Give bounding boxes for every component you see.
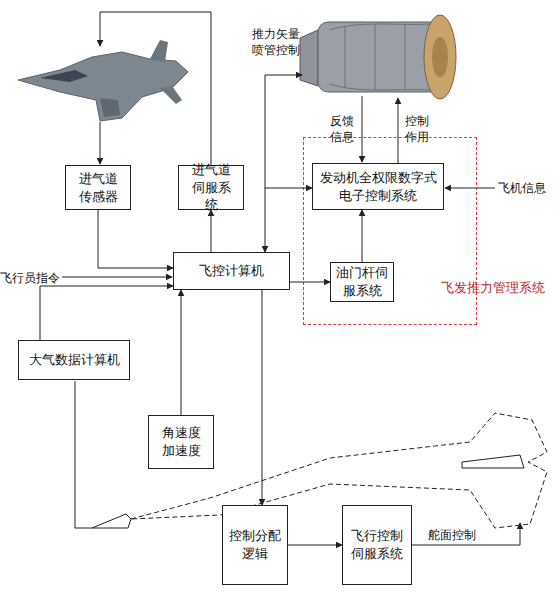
- computer-box: 飞控计算机: [173, 252, 290, 290]
- aircraft-outline: [131, 413, 547, 528]
- control-surface-symbol: [462, 455, 524, 468]
- signal-arrow: [181, 290, 182, 415]
- air-data-probe: [92, 514, 131, 528]
- node-text: 角速度加速度: [161, 424, 201, 459]
- signal-label: 舵面控制: [428, 527, 476, 543]
- node-text: 发动机全权限数字式电子控制系统: [317, 169, 439, 204]
- signal-label: 飞机信息: [498, 180, 546, 196]
- thrust-vector-label: 推力矢量喷管控制: [252, 26, 302, 58]
- signal-arrow: [288, 545, 342, 546]
- thrust-management-region: 飞发推力管理系统发动机全权限数字式电子控制系统油门杆伺服系统: [303, 137, 477, 325]
- logic-box: 控制分配逻辑: [222, 505, 288, 585]
- engine-illustration: [300, 15, 456, 99]
- signal-arrow: [262, 290, 263, 505]
- servo-box: 进气道伺服系统: [178, 165, 244, 210]
- servo-box: 飞行控制伺服系统: [342, 505, 412, 585]
- sensor-box: 进气道传感器: [65, 165, 131, 210]
- signal-arrow: [40, 286, 173, 340]
- signal-label: 飞行员指令: [0, 270, 60, 286]
- node-text: 大气数据计算机: [29, 351, 120, 369]
- computer-box: 大气数据计算机: [18, 340, 130, 380]
- signal-arrow: [211, 210, 212, 252]
- signal-arrow: [98, 210, 173, 268]
- signal-wires: [62, 12, 520, 545]
- region-title: 飞发推力管理系统: [441, 279, 545, 297]
- node-text: 进气道传感器: [78, 170, 118, 205]
- fadec-box: 发动机全权限数字式电子控制系统: [312, 163, 444, 210]
- signal-arrow: [362, 210, 363, 262]
- node-text: 进气道伺服系统: [191, 161, 231, 214]
- servo-box: 油门杆伺服系统: [330, 262, 394, 302]
- node-text: 飞控计算机: [199, 262, 264, 280]
- aircraft-illustration: [18, 40, 188, 121]
- node-text: 控制分配逻辑: [228, 527, 282, 562]
- signal-arrow: [265, 188, 312, 252]
- sensor-box: 角速度加速度: [148, 415, 214, 469]
- node-text: 油门杆伺服系统: [335, 264, 389, 299]
- signal-arrow: [290, 282, 330, 283]
- signal-label: 反馈信息: [330, 113, 356, 145]
- node-text: 飞行控制伺服系统: [349, 527, 405, 562]
- signal-label: 控制作用: [405, 113, 431, 145]
